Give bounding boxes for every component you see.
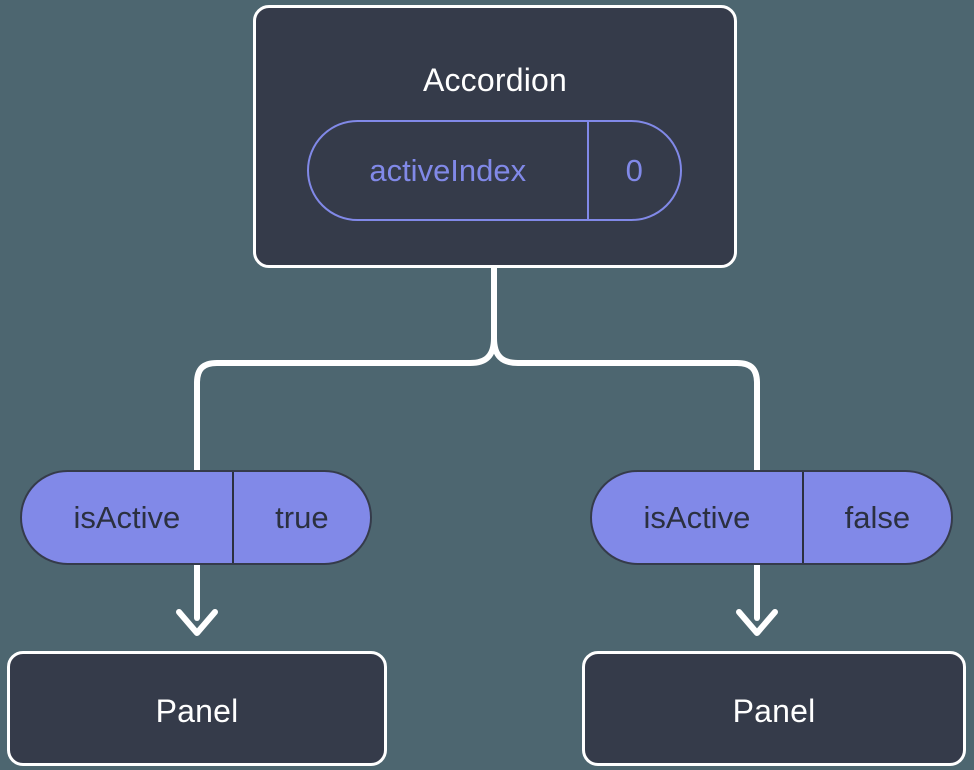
node-panel-right-label: Panel	[732, 693, 816, 729]
prop-pill-key: isActive	[73, 499, 181, 535]
prop-pill-key: isActive	[643, 499, 751, 535]
edge-fork-right	[491, 335, 760, 473]
edge-fork-left	[194, 335, 497, 473]
edge-arrow-left	[176, 562, 218, 636]
node-panel-right[interactable]: Panel	[582, 651, 966, 766]
state-pill-key: activeIndex	[369, 152, 527, 188]
state-pill-value: 0	[586, 122, 681, 219]
node-panel-left-label: Panel	[155, 693, 239, 729]
prop-pill-value: true	[231, 472, 370, 563]
node-accordion-label: Accordion	[422, 62, 568, 98]
edge-arrow-right	[736, 562, 778, 636]
state-pill-activeindex[interactable]: activeIndex 0	[307, 120, 682, 221]
prop-pill-isactive-true[interactable]: isActive true	[20, 470, 372, 565]
prop-pill-isactive-false[interactable]: isActive false	[590, 470, 953, 565]
node-panel-left[interactable]: Panel	[7, 651, 387, 766]
prop-pill-value: false	[801, 472, 951, 563]
